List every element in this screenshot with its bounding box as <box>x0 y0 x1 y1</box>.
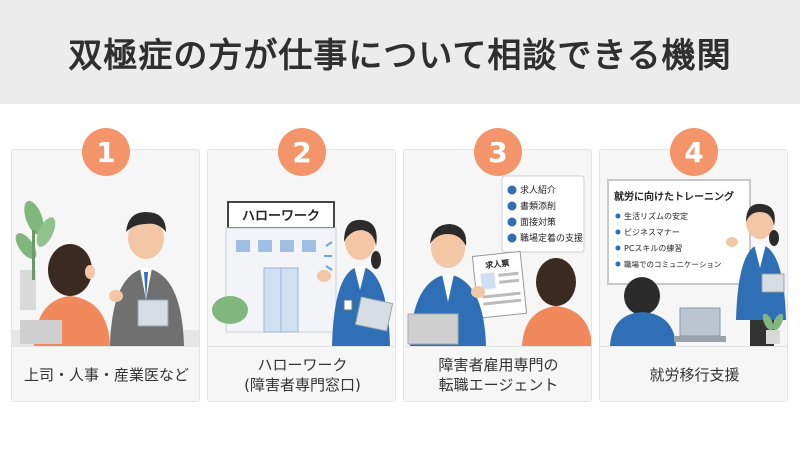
laptop-icon <box>407 313 459 345</box>
svg-text:書類添削: 書類添削 <box>520 200 556 212</box>
student-figure <box>610 277 676 346</box>
svg-text:面接対策: 面接対策 <box>520 216 556 228</box>
building-sign-text: ハローワーク <box>242 209 320 224</box>
svg-text:ビジネスマナー: ビジネスマナー <box>624 228 680 237</box>
client-woman-figure <box>522 258 591 346</box>
staff-woman-figure <box>317 219 394 346</box>
card-transition-support: 就労に向けたトレーニング 生活リズムの安定 ビジネスマナー PCスキルの練習 職… <box>599 149 788 402</box>
card-caption: 障害者雇用専門の 転職エージェント <box>404 346 591 401</box>
plant-icon <box>15 200 56 310</box>
svg-text:求人票: 求人票 <box>485 258 510 270</box>
building-icon: ハローワーク <box>225 201 337 333</box>
sparkle-icon <box>324 241 333 271</box>
svg-text:職場定着の支援: 職場定着の支援 <box>520 232 583 244</box>
man-figure <box>109 212 184 346</box>
svg-text:生活リズムの安定: 生活リズムの安定 <box>624 211 688 221</box>
card-hello-work: ハローワーク ハローワーク ( <box>207 149 396 402</box>
card-supervisor-hr: 上司・人事・産業医など <box>11 149 200 402</box>
card-caption: 就労移行支援 <box>600 346 787 401</box>
svg-text:職場でのコミュニケーション: 職場でのコミュニケーション <box>624 259 721 269</box>
page-header: 双極症の方が仕事について相談できる機関 <box>0 0 800 104</box>
check-icon <box>507 217 517 227</box>
whiteboard: 就労に向けたトレーニング 生活リズムの安定 ビジネスマナー PCスキルの練習 職… <box>607 179 751 285</box>
card-caption: 上司・人事・産業医など <box>12 346 199 401</box>
svg-text:PCスキルの練習: PCスキルの練習 <box>624 243 682 253</box>
check-icon <box>507 233 517 243</box>
step-badge-2: 2 <box>278 128 326 176</box>
svg-text:求人紹介: 求人紹介 <box>520 184 556 196</box>
illustration-agent-meeting: 求人紹介 書類添削 面接対策 職場定着の支援 求人票 <box>407 175 591 346</box>
card-caption: ハローワーク (障害者専門窓口) <box>208 346 395 401</box>
job-listing-document: 求人票 <box>471 250 528 319</box>
step-badge-4: 4 <box>670 128 718 176</box>
plant-icon <box>762 313 784 344</box>
check-icon <box>507 201 517 211</box>
check-icon <box>507 185 517 195</box>
page-title: 双極症の方が仕事について相談できる機関 <box>68 35 732 76</box>
laptop-icon <box>674 307 726 342</box>
step-badge-1: 1 <box>82 128 130 176</box>
illustration-hello-work: ハローワーク <box>212 201 394 346</box>
bush-icon <box>212 296 248 324</box>
illustration-training: 就労に向けたトレーニング 生活リズムの安定 ビジネスマナー PCスキルの練習 職… <box>607 179 786 346</box>
illustration-office-consultation <box>12 200 199 346</box>
card-employment-agent: 求人紹介 書類添削 面接対策 職場定着の支援 求人票 <box>403 149 592 402</box>
service-checklist: 求人紹介 書類添削 面接対策 職場定着の支援 <box>501 175 585 253</box>
svg-text:就労に向けたトレーニング: 就労に向けたトレーニング <box>614 190 734 203</box>
step-badge-3: 3 <box>474 128 522 176</box>
